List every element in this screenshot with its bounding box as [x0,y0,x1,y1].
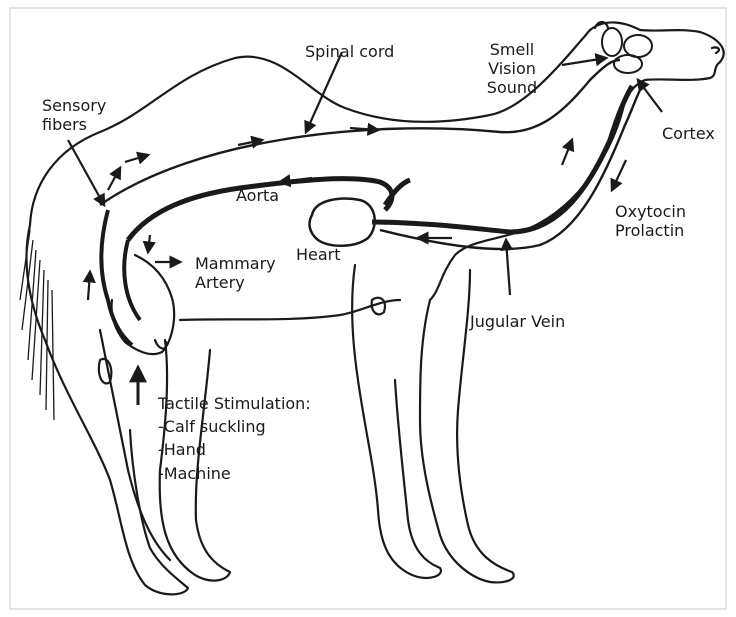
tail-hair [40,270,44,395]
neck-flow-arrow [562,140,572,165]
camel-belly [180,300,400,320]
label-hormones: Oxytocin Prolactin [615,202,686,240]
spinal-cord-pointer [306,52,342,132]
upward-flow-arrow [88,272,90,300]
label-artery: Artery [195,273,276,292]
label-smell: Smell [482,40,542,59]
hormone-flow-arrow [612,160,626,190]
sensory-fibers-pointer [68,140,104,205]
mammary-artery-line [124,240,140,320]
frame-border [10,8,726,609]
label-sensory-fibers-line1: Sensory [42,96,106,115]
label-mammary: Mammary [195,254,276,273]
label-senses: Smell Vision Sound [482,40,542,98]
brain-lobe [602,28,622,56]
label-prolactin: Prolactin [615,221,686,240]
camel-nostril [712,47,719,53]
label-spinal-cord: Spinal cord [305,42,394,61]
label-tactile-title: Tactile Stimulation: [158,392,311,415]
label-vision: Vision [482,59,542,78]
upward-flow-arrow [125,155,148,162]
tail-hair [52,290,54,420]
camel-head [590,22,724,100]
camel-tail [20,230,54,420]
label-tactile-hand: -Hand [158,438,311,461]
downward-flow-arrow [148,235,150,252]
label-oxytocin: Oxytocin [615,202,686,221]
senses-pointer [562,58,606,65]
brain-lobe [624,35,652,57]
label-heart: Heart [296,245,341,264]
label-cortex: Cortex [662,124,715,143]
heart-shape [310,199,375,246]
upward-flow-arrow [108,168,120,190]
label-tactile-machine: -Machine [158,462,311,485]
tail-hair [32,260,40,380]
label-sound: Sound [482,78,542,97]
jugular-vein-line [372,86,632,232]
label-tactile-stimulation: Tactile Stimulation: -Calf suckling -Han… [158,392,311,485]
sensory-fibers-line [101,210,132,345]
label-jugular-vein: Jugular Vein [470,312,565,331]
brain-lobe [614,55,642,73]
brain-cortex [602,28,652,73]
label-tactile-calf: -Calf suckling [158,415,311,438]
label-sensory-fibers-line2: fibers [42,115,106,134]
label-sensory-fibers: Sensory fibers [42,96,106,134]
aorta-arch [385,180,410,205]
flow-arrows [68,52,662,405]
label-aorta: Aorta [236,186,279,205]
cortex-pointer [638,80,662,112]
label-mammary-artery: Mammary Artery [195,254,276,292]
